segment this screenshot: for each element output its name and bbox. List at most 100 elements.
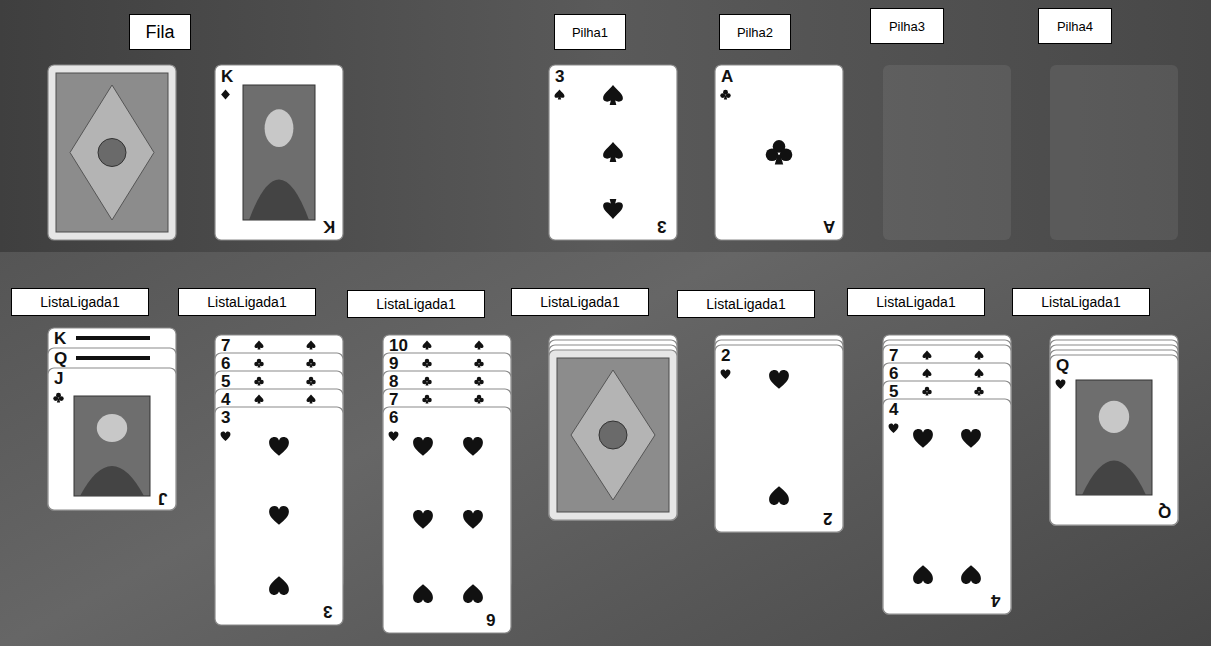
- card-rank: 6: [486, 611, 495, 628]
- card-rank: 3: [555, 68, 564, 85]
- card-rank: 5: [221, 373, 230, 390]
- card-rank: 7: [889, 347, 898, 364]
- card-edge: [715, 340, 843, 532]
- playing-card: [1050, 355, 1178, 525]
- suit-pip: [474, 359, 484, 368]
- box-label: Pilha3: [889, 20, 925, 33]
- card-rank: 3: [323, 603, 332, 620]
- playing-card: [715, 65, 843, 240]
- suit-pip: [307, 341, 316, 350]
- box-label: ListaLigada1: [40, 295, 119, 309]
- card-rank: 6: [221, 355, 230, 372]
- suit-pip: [423, 341, 432, 350]
- card-rank: 7: [389, 391, 398, 408]
- suit-pip: [974, 387, 984, 396]
- card-edge: [1050, 335, 1178, 525]
- card-edge: [715, 335, 843, 532]
- suit-pip: [913, 429, 933, 448]
- face-portrait: [243, 85, 315, 220]
- suit-pip: [306, 377, 316, 386]
- suit-pip: [603, 199, 623, 219]
- face-body: [249, 180, 309, 221]
- label-box: ListaLigada1: [1012, 288, 1150, 316]
- playing-card: [215, 407, 343, 625]
- suit-pip: [474, 377, 484, 386]
- card-edge: [1050, 340, 1178, 525]
- card-rank: 3: [221, 409, 230, 426]
- playing-card: [48, 348, 176, 510]
- card-rank: 2: [721, 347, 730, 364]
- suit-pip: [422, 377, 432, 386]
- label-box: Pilha3: [870, 8, 944, 44]
- box-label: Pilha1: [572, 26, 608, 39]
- face-portrait: [1076, 380, 1152, 495]
- card-rank: 4: [221, 391, 230, 408]
- playing-card: [215, 65, 343, 240]
- suit-pip: [1056, 380, 1066, 389]
- suit-pip: [961, 565, 981, 584]
- box-label: ListaLigada1: [876, 295, 955, 309]
- suit-pip: [720, 90, 730, 100]
- suit-pip: [389, 432, 399, 441]
- suit-pip: [53, 393, 63, 403]
- suit-pip: [474, 395, 484, 404]
- card-rank: 5: [889, 383, 898, 400]
- card-rank: 4: [991, 592, 1000, 609]
- suit-pip: [413, 437, 433, 456]
- label-box: ListaLigada1: [677, 290, 815, 318]
- suit-pip: [463, 584, 483, 603]
- card-back-pattern: [70, 85, 154, 220]
- suit-pip: [422, 359, 432, 368]
- face-portrait: [74, 396, 150, 496]
- suit-pip: [603, 85, 623, 105]
- card-edge: [1050, 345, 1178, 525]
- card-rank: Q: [1158, 503, 1171, 520]
- suit-pip: [254, 359, 264, 368]
- suit-pip: [922, 387, 932, 396]
- label-box: Pilha1: [554, 14, 626, 50]
- label-box: ListaLigada1: [511, 288, 649, 316]
- box-label: Fila: [145, 23, 174, 41]
- card-rank: K: [323, 218, 335, 235]
- suit-pip: [721, 370, 731, 379]
- suit-pip: [913, 565, 933, 584]
- face-body: [1082, 461, 1146, 496]
- suit-pip: [603, 142, 623, 162]
- label-box: ListaLigada1: [847, 288, 985, 316]
- card-rank: Q: [54, 350, 67, 367]
- label-box: ListaLigada1: [11, 288, 149, 316]
- card-rank: 6: [889, 365, 898, 382]
- card-edge: [549, 345, 677, 520]
- suit-pip: [221, 90, 230, 100]
- card-rank: 9: [389, 355, 398, 372]
- suit-pip: [413, 510, 433, 529]
- card-bar: [76, 336, 150, 340]
- face-body: [80, 466, 144, 496]
- card-rank: 7: [221, 337, 230, 354]
- empty-slot: [883, 65, 1011, 240]
- card-rank: K: [54, 330, 66, 347]
- face-head: [97, 414, 127, 442]
- card-back-pattern: [56, 73, 168, 232]
- card-rank: J: [54, 370, 63, 387]
- suit-pip: [254, 377, 264, 386]
- card-back: [48, 65, 176, 240]
- suit-pip: [475, 341, 484, 350]
- suit-pip: [255, 341, 264, 350]
- card-edge: [883, 340, 1011, 614]
- box-label: ListaLigada1: [207, 295, 286, 309]
- label-box: Fila: [129, 14, 191, 50]
- card-back-pattern: [557, 358, 669, 512]
- card-edge: [549, 340, 677, 520]
- card-rank: 10: [389, 337, 408, 354]
- suit-pip: [306, 359, 316, 368]
- suit-pip: [923, 351, 932, 360]
- playing-card: [48, 328, 176, 510]
- box-label: ListaLigada1: [1041, 295, 1120, 309]
- card-back-pattern: [599, 421, 627, 449]
- suit-pip: [555, 90, 565, 100]
- face-head: [1099, 401, 1129, 433]
- card-rank: 6: [389, 409, 398, 426]
